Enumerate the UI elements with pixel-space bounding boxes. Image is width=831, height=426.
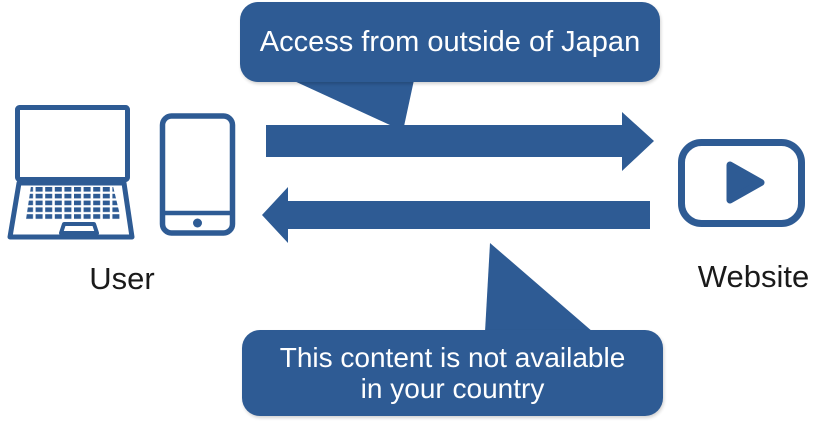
laptop-touchpad <box>59 222 99 235</box>
video-player-icon <box>678 139 805 227</box>
laptop-icon <box>7 105 135 240</box>
response-arrow-left <box>262 187 650 243</box>
bottom-speech-bubble: This content is not available in your co… <box>242 330 663 416</box>
smartphone-icon <box>159 113 236 236</box>
bottom-speech-bubble-line1: This content is not available <box>279 341 626 373</box>
top-speech-bubble: Access from outside of Japan <box>240 2 660 82</box>
request-arrow-right <box>266 112 654 171</box>
top-speech-bubble-tail <box>292 80 414 131</box>
bottom-speech-bubble-tail <box>485 243 593 332</box>
website-label: Website <box>697 259 810 294</box>
laptop-screen <box>15 105 130 182</box>
play-icon <box>726 161 765 204</box>
smartphone-home-button <box>193 218 202 228</box>
smartphone-body <box>159 113 236 236</box>
top-speech-bubble-text: Access from outside of Japan <box>259 25 641 58</box>
bottom-speech-bubble-line2: in your country <box>360 373 545 404</box>
user-label: User <box>89 261 155 296</box>
laptop-keyboard <box>26 186 121 220</box>
